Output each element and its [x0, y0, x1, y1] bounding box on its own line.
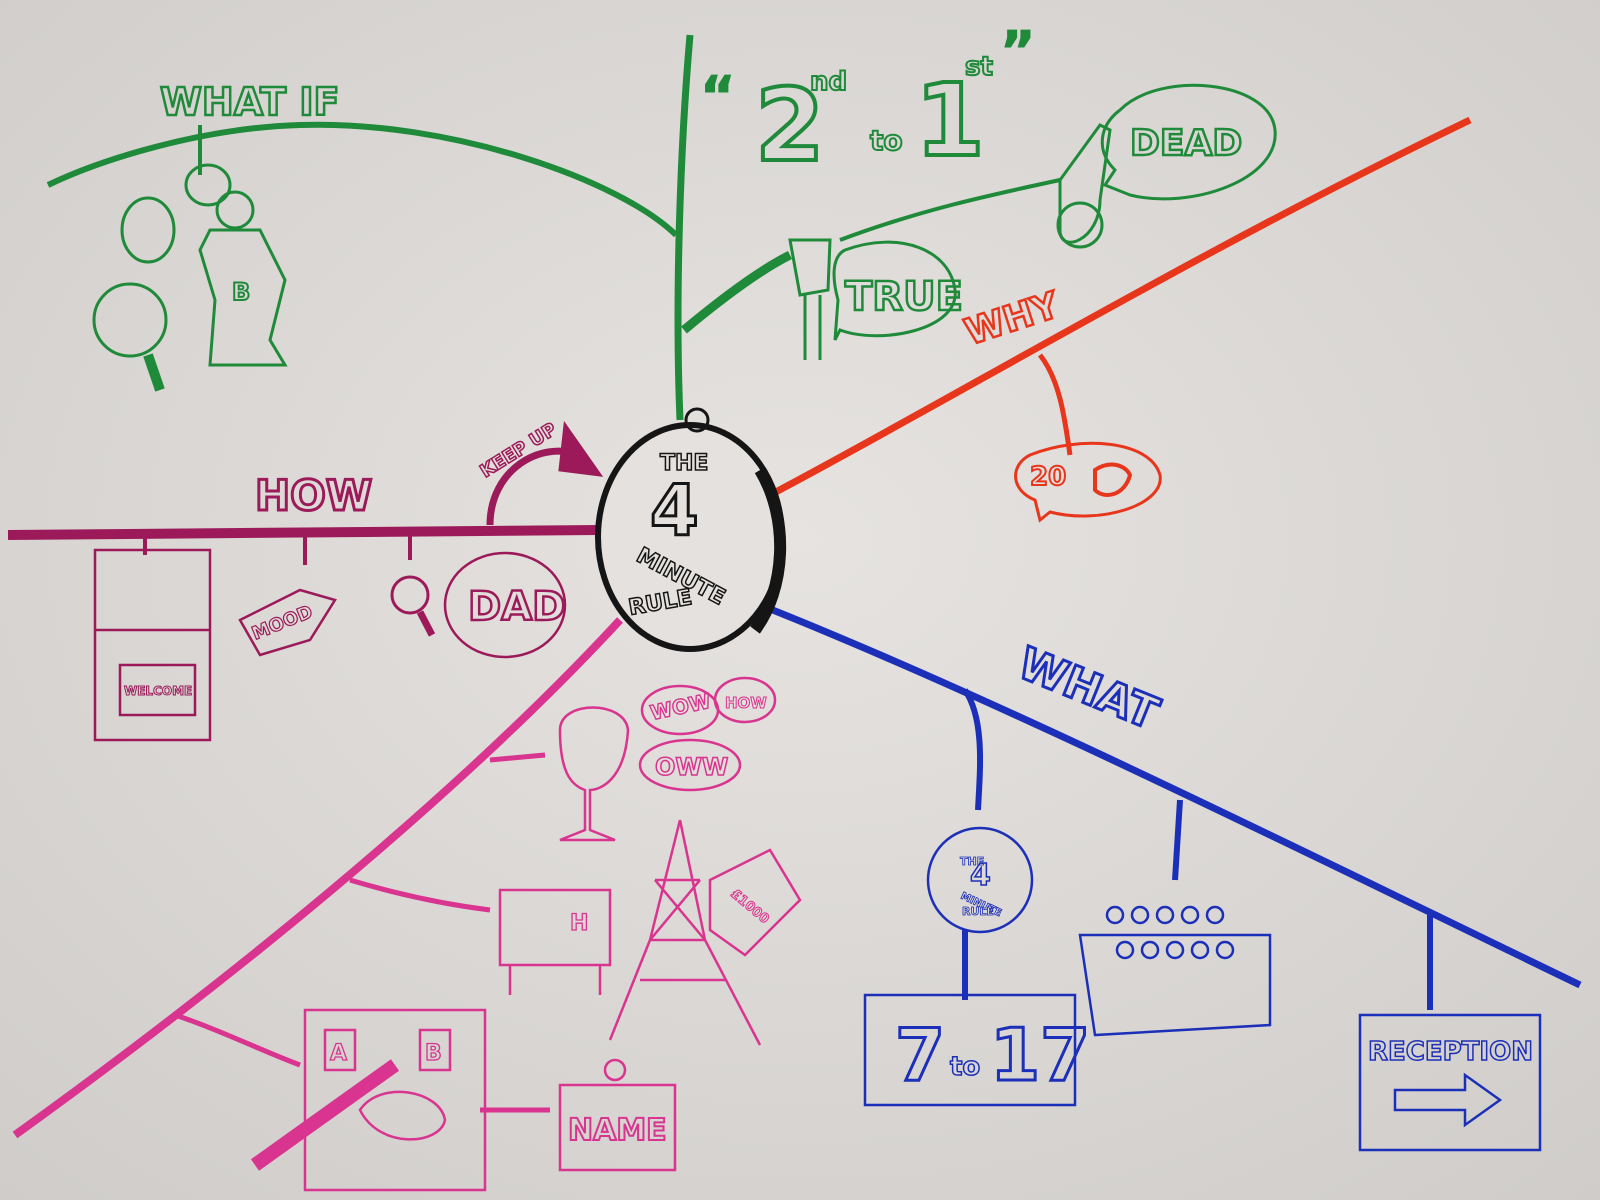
- quote-close: ”: [1000, 20, 1036, 83]
- name-tag-text: NAME: [568, 1113, 667, 1148]
- what-if-line: [46, 121, 679, 238]
- welcome-door: [93, 548, 212, 742]
- eye-icon: [184, 163, 232, 207]
- shirt-letter: B: [232, 278, 250, 306]
- true-speech-bubble: [832, 240, 957, 341]
- audience-icon: [1078, 933, 1272, 1037]
- arrow-head-icon: [558, 420, 604, 477]
- mini-clock-line1: THE: [960, 855, 984, 868]
- tv-letter: H: [570, 911, 588, 936]
- range-to: to: [950, 1052, 980, 1082]
- center-title-line1: THE: [660, 451, 708, 476]
- welcome-text: WELCOME: [124, 684, 192, 698]
- what-branch: WHAT THE 4 MINUTE RULE 7 to 17 RECEPTION: [758, 601, 1582, 1152]
- quote-open: “: [700, 65, 736, 128]
- raised-hand-icon: [788, 238, 832, 360]
- arrow-right-icon: [1393, 1072, 1503, 1128]
- reception-sign: [1358, 1013, 1542, 1152]
- wine-glass-icon: [558, 706, 630, 842]
- what-if-label: WHAT IF: [160, 80, 339, 124]
- pink-line: [12, 617, 623, 1139]
- eiffel-tower-icon: [608, 819, 762, 1046]
- how-speech-bubble: [713, 676, 777, 724]
- how-label: HOW: [255, 471, 372, 520]
- range-sign: [863, 993, 1077, 1107]
- range-until: 17: [990, 1013, 1090, 1097]
- bat-icon: [250, 1059, 400, 1171]
- true-line: [681, 250, 793, 334]
- what-if-branch: WHAT IF B “ 2 nd to 1 st ” DEAD TRUE: [46, 20, 1277, 421]
- central-clock: THE 4 MINUTE RULE: [595, 407, 787, 652]
- why-speech-bubble: [1014, 441, 1162, 523]
- magnifier-icon: [390, 575, 430, 615]
- what-line: [758, 601, 1582, 989]
- center-number: 4: [650, 470, 699, 552]
- clock-crown: [684, 407, 710, 433]
- map-letter-a: A: [330, 1041, 347, 1066]
- why-line: [768, 116, 1472, 499]
- magnifier-icon: [92, 282, 168, 358]
- eye-icon: [120, 196, 176, 264]
- name-tag-icon: [558, 1083, 677, 1172]
- oww-speech-bubble: [638, 738, 742, 792]
- quote-second-sup: st: [965, 52, 993, 82]
- dead-speech-bubble: [1100, 83, 1277, 201]
- money-stack-icon: [708, 848, 802, 957]
- oww-text: OWW: [655, 753, 728, 781]
- mini-clock-line3: RULE: [962, 905, 994, 918]
- green-trunk: [674, 34, 694, 421]
- dead-line: [839, 178, 1061, 242]
- dad-text: DAD: [468, 584, 565, 630]
- mini-clock-number: 4: [970, 858, 991, 893]
- mini-clock-icon: [926, 826, 1034, 934]
- quote-to: to: [870, 124, 903, 157]
- mood-flag: [238, 588, 337, 657]
- true-text: TRUE: [845, 274, 963, 320]
- quote-first: 2: [755, 67, 825, 184]
- tv-icon: [498, 888, 612, 967]
- audience-people: [1105, 905, 1235, 960]
- dead-text: DEAD: [1130, 123, 1242, 164]
- lips-icon: [1093, 462, 1133, 497]
- person-icon: [198, 228, 288, 367]
- quote-first-sup: nd: [810, 67, 847, 97]
- dad-speech-bubble: [443, 551, 567, 659]
- range-from: 7: [895, 1013, 945, 1097]
- quote-second: 1: [915, 62, 985, 179]
- how-bubble-text: HOW: [725, 694, 767, 712]
- why-bubble-text: 20: [1030, 462, 1066, 492]
- map-icon: [303, 1008, 487, 1192]
- map-letter-b: B: [425, 1041, 442, 1066]
- reception-text: RECEPTION: [1368, 1037, 1533, 1067]
